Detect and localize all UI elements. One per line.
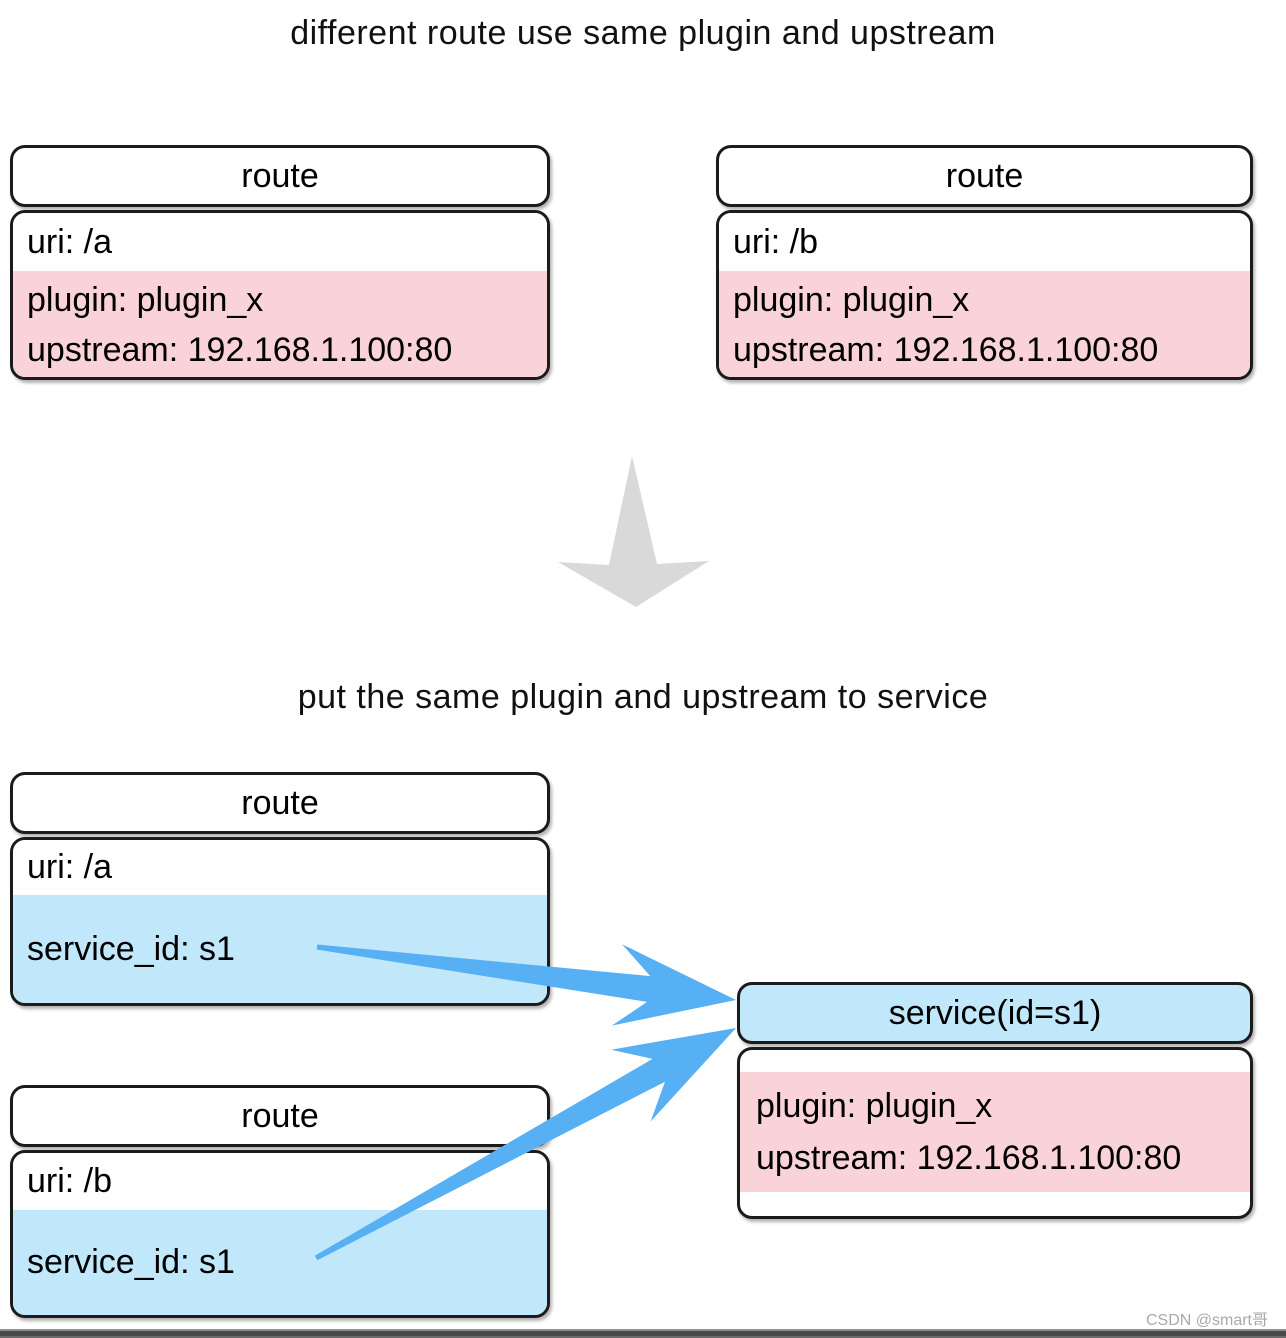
route-a-top-body: uri: /a plugin: plugin_x upstream: 192.1… [10, 210, 550, 380]
route-b-service-header: route [10, 1085, 550, 1147]
route-a-top-plugin-section: plugin: plugin_x upstream: 192.168.1.100… [13, 271, 547, 377]
bottom-window-edge [0, 1327, 1286, 1338]
route-b-service-id-section: service_id: s1 [13, 1210, 547, 1315]
route-a-top-upstream-line: upstream: 192.168.1.100:80 [27, 331, 453, 369]
down-arrow-icon [558, 456, 709, 607]
route-b-top-box: route uri: /b plugin: plugin_x upstream:… [716, 145, 1253, 380]
route-a-service-box: route uri: /a service_id: s1 [10, 772, 550, 1006]
route-b-service-header-label: route [241, 1096, 319, 1135]
route-a-service-header: route [10, 772, 550, 834]
route-b-top-header: route [716, 145, 1253, 207]
route-a-top-box: route uri: /a plugin: plugin_x upstream:… [10, 145, 550, 380]
route-b-top-plugin-line: plugin: plugin_x [733, 281, 970, 319]
route-b-top-plugin-section: plugin: plugin_x upstream: 192.168.1.100… [719, 271, 1250, 377]
route-b-top-upstream-line: upstream: 192.168.1.100:80 [733, 331, 1159, 369]
service-plugin-line: plugin: plugin_x [756, 1087, 993, 1125]
route-a-service-id-label: service_id: s1 [27, 929, 235, 968]
route-b-service-uri: uri: /b [13, 1153, 547, 1210]
route-b-service-box: route uri: /b service_id: s1 [10, 1085, 550, 1318]
route-a-top-uri: uri: /a [13, 213, 547, 271]
service-plugin-section: plugin: plugin_x upstream: 192.168.1.100… [740, 1072, 1250, 1192]
route-b-top-header-label: route [945, 156, 1024, 195]
route-a-top-header-label: route [241, 156, 319, 195]
service-header: service(id=s1) [737, 982, 1253, 1044]
route-a-top-plugin-line: plugin: plugin_x [27, 281, 264, 319]
route-a-top-header: route [10, 145, 550, 207]
route-b-top-body: uri: /b plugin: plugin_x upstream: 192.1… [716, 210, 1253, 380]
service-header-label: service(id=s1) [888, 993, 1102, 1032]
route-a-service-id-section: service_id: s1 [13, 895, 547, 1003]
route-b-service-id-label: service_id: s1 [27, 1243, 235, 1281]
route-a-service-header-label: route [241, 783, 319, 822]
route-b-top-uri: uri: /b [719, 213, 1250, 271]
title-bottom: put the same plugin and upstream to serv… [297, 678, 989, 716]
route-a-service-body: uri: /a service_id: s1 [10, 837, 550, 1006]
route-b-service-body: uri: /b service_id: s1 [10, 1150, 550, 1318]
service-upstream-line: upstream: 192.168.1.100:80 [756, 1139, 1182, 1177]
service-body: plugin: plugin_x upstream: 192.168.1.100… [737, 1047, 1253, 1219]
service-box: service(id=s1) plugin: plugin_x upstream… [737, 982, 1253, 1219]
title-top: different route use same plugin and upst… [290, 14, 996, 52]
route-a-service-uri: uri: /a [13, 840, 547, 895]
watermark: CSDN @smart哥 [1145, 1312, 1268, 1329]
